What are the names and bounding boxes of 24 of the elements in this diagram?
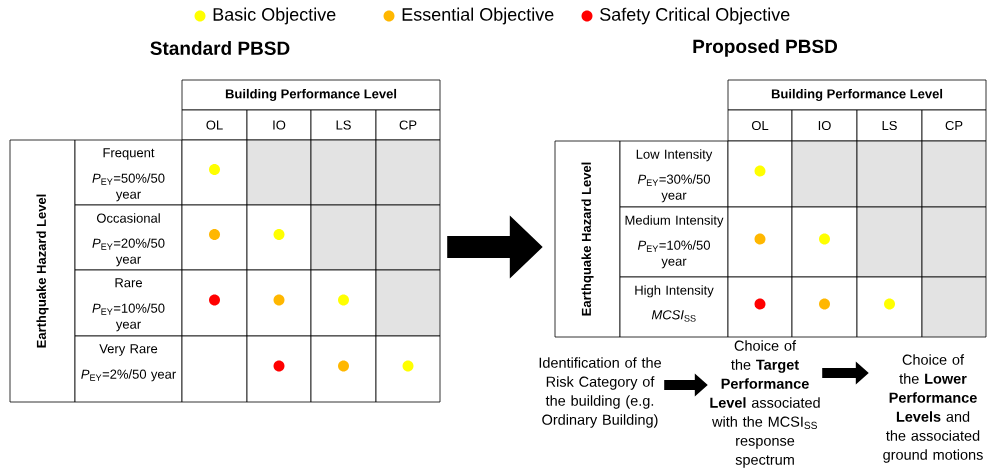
table-cell: Earthquake Hazard Level	[554, 140, 621, 338]
table-cell: OL	[727, 109, 793, 142]
table-cell: CP	[375, 109, 441, 141]
table-cell: IO	[791, 109, 858, 142]
step-text: Identification of the Risk Category of the building (e.g. Ordinary Building)	[539, 357, 661, 428]
table-cell: Rare P$_{EY}$=10%/50 year	[74, 269, 183, 337]
step-text: Choice of the Lower Performance Levels and the associated ground motions	[883, 354, 983, 463]
table-cell: LS	[856, 109, 923, 142]
legend-label: Essential Objective	[402, 7, 554, 25]
table-cell: Low Intensity P$_{EY}$=30%/50 year	[619, 140, 729, 208]
table-cell: LS	[310, 109, 377, 141]
table-cell: Very Rare P$_{EY}$=2%/50 year	[74, 335, 183, 403]
table-cell: CP	[921, 109, 987, 142]
table-cell: High Intensity MCSI$_{SS}$	[619, 276, 729, 338]
table-cell: IO	[246, 109, 312, 141]
step-text: Choice of the Target Performance Level associated with the MCSI$_{SS}$ response spectrum	[710, 340, 820, 468]
table-cell: Frequent P$_{EY}$=50%/50 year	[74, 139, 183, 206]
table-cell: Medium Intensity P$_{EY}$=10%/50 year	[619, 206, 729, 278]
legend-label: Basic Objective	[213, 7, 336, 25]
table-cell: OL	[181, 109, 248, 141]
table-cell: Occasional P$_{EY}$=20%/50 year	[74, 204, 183, 271]
table-title: Standard PBSD	[150, 41, 290, 55]
table-title: Proposed PBSD	[693, 39, 838, 57]
legend-label: Safety Critical Objective	[600, 7, 790, 25]
